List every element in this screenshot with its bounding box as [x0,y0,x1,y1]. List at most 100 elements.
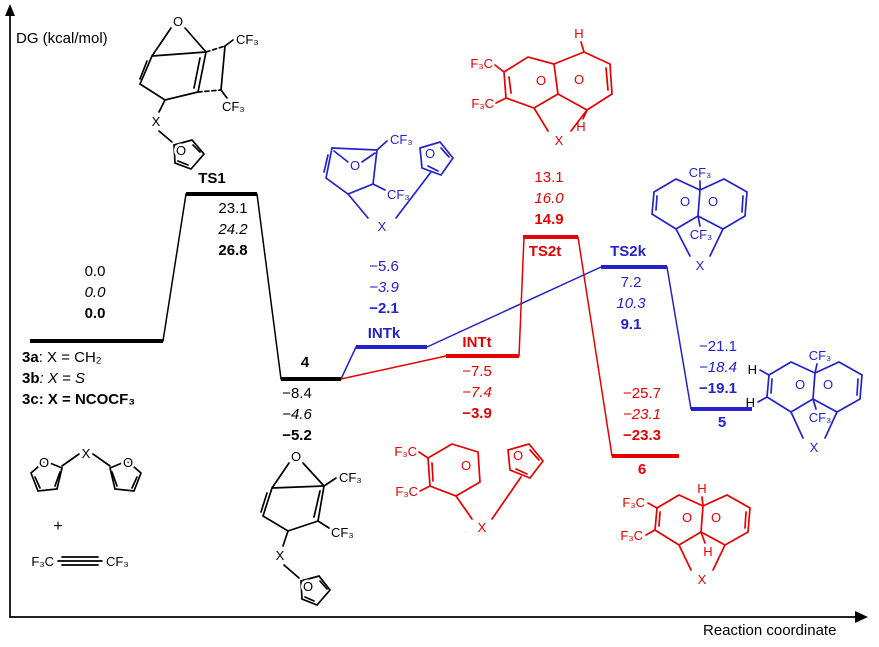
bond-line [139,60,148,80]
energy-3b: 0.0 [84,284,106,301]
cf3-label: CF₃ [106,554,129,569]
oxygen-atom-label: O [536,73,546,88]
f3c-label: F₃C [620,528,643,543]
bond-line [570,109,588,132]
cf3-label: CF₃ [222,99,245,114]
bond-line [494,64,505,73]
bond-line [192,144,201,153]
bond-line [814,363,818,374]
oxygen-atom-label: O [574,72,584,87]
bond-line [333,150,349,163]
bond-line [395,171,432,219]
oxygen-atom-label: O [173,14,183,29]
connector-reactants-ts1 [162,193,187,342]
bond-line [812,361,863,413]
bond-line [376,140,388,151]
compound-id: 3a [22,349,39,366]
bond-line [54,471,61,487]
oxygen-atom-label: O [425,146,435,161]
bond-line [427,165,439,172]
bond-line [700,531,706,544]
bond-line [759,369,770,376]
bond-line [300,575,332,607]
cf3-label: CF₃ [331,525,354,540]
energy-3c: 0.0 [84,305,106,322]
bond-line [197,89,222,93]
oxygen-atom-label: O [461,458,471,473]
bond-line [419,485,431,492]
f3c-label: F₃C [395,484,418,499]
energy-3a: 7.2 [620,274,642,291]
oxygen-atom-label: O [708,194,718,209]
oxygen-atom-label: O [176,143,186,158]
energy-3c: 9.1 [620,316,642,333]
bond-line [282,530,289,547]
oxygen-atom-label: O [303,579,313,594]
energy-3a: 13.1 [534,169,564,186]
x-linker-label: X [152,114,161,129]
compound-id: 3c [22,391,39,408]
axes [5,4,868,623]
oxygen-atom-label: O [291,449,301,464]
compound-definition: : X = CH₂ [38,349,102,366]
bond-line [741,195,744,213]
cf3-label: CF₃ [809,410,832,425]
cf3-label: CF₃ [809,348,832,363]
energy-3b: 24.2 [218,221,248,238]
label-intt: INTt [462,334,492,351]
energy-values-4: −8.4 −4.6 −5.2 [265,383,329,446]
energy-values-ts2k: 7.2 10.3 9.1 [599,272,663,335]
bond-line [790,411,804,439]
bond-line [678,544,692,571]
bond-line [508,76,512,94]
bond-line [29,460,63,492]
bond-line [151,27,172,57]
oxygen-atom-label: O [711,510,721,525]
intk-structure: O CF₃ CF₃ O X [323,132,455,237]
y-axis-label: DG (kcal/mol) [16,30,108,47]
bond-line [503,56,559,109]
f3c-label: F₃C [394,444,417,459]
bond-line [261,485,325,532]
bond-line [812,398,817,410]
bond-line [313,490,321,518]
bond-line [193,57,201,89]
energy-3c: −19.1 [699,380,737,397]
oxygen-atom-label: O [823,377,833,392]
bond-line [605,67,609,91]
bond-line [151,51,207,57]
bond-line [744,511,747,529]
bond-line [431,462,434,482]
compound-definition: : X = NCOCF₃ [38,391,136,408]
h-atom-label: H [748,362,757,377]
f3c-label: F₃C [470,56,493,71]
energy-3a: −21.1 [699,338,737,355]
bond-line [109,460,143,492]
energy-3c: −3.9 [462,405,492,422]
bond-line [92,453,111,467]
bond-line [647,502,658,509]
energy-values-intk: −5.6 −3.9 −2.1 [352,256,416,319]
x-axis-arrowhead [855,611,868,623]
intt-structure: O F₃C F₃C O X [394,443,545,538]
energy-3c: −2.1 [369,300,399,317]
bond-line [271,485,325,489]
x-axis-label: Reaction coordinate [703,622,837,639]
bond-line [271,462,290,489]
f3c-label: F₃C [622,495,645,510]
energy-3c: −23.3 [623,427,661,444]
bond-line [302,462,325,487]
f3c-label: F₃C [31,554,54,569]
ts2t-structure: O O H H F₃C F₃C X [470,26,613,151]
bond-line [323,154,329,173]
connector-ts2t-6 [577,236,613,457]
h-atom-label: H [697,481,706,496]
bond-line [173,139,206,171]
compound-id: 3b [22,370,40,387]
bond-line [553,51,613,111]
bond-line [856,378,859,396]
bond-line [220,45,226,91]
bond-line [184,27,207,53]
compound-legend: 3a: X = CH₂ 3b: X = S 3c: X = NCOCF₃ [22,347,135,410]
